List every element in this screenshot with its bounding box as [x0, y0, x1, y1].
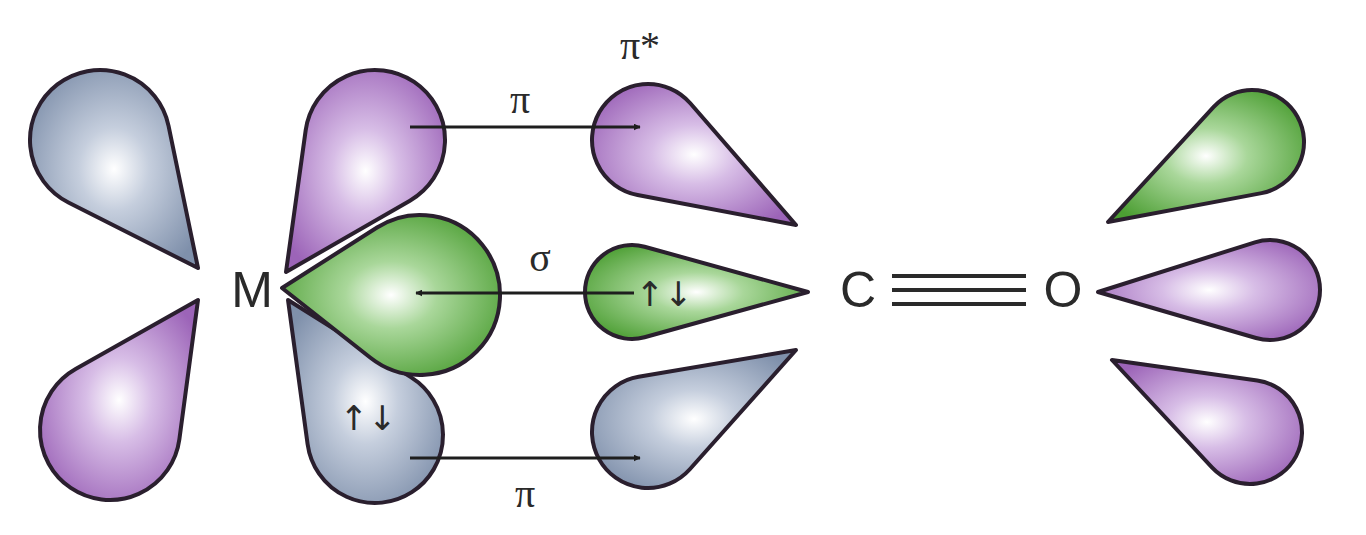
donation-arrow	[410, 126, 640, 129]
oxygen-lobe	[1098, 240, 1320, 340]
oxygen-lobe	[1108, 90, 1304, 222]
co-pi-lobe	[592, 350, 796, 488]
atom-symbol: C	[840, 265, 876, 315]
donation-arrow	[416, 292, 634, 295]
donation-arrow	[410, 457, 640, 460]
bond-label: π	[515, 474, 535, 514]
metal-sigma-lobe	[282, 215, 500, 375]
orbital-label: π*	[620, 26, 660, 66]
bond-label: σ	[529, 238, 551, 278]
metal-d-lobe	[30, 70, 198, 268]
co-pi-star-lobe	[592, 84, 796, 225]
metal-symbol: M	[231, 265, 273, 315]
electron-pair: ↑↓	[636, 277, 693, 311]
oxygen-lobe	[1112, 360, 1302, 484]
electron-pair: ↑↓	[340, 401, 397, 435]
bond-label: π	[510, 80, 530, 120]
atom-symbol: O	[1044, 265, 1083, 315]
metal-d-lobe	[40, 300, 198, 500]
